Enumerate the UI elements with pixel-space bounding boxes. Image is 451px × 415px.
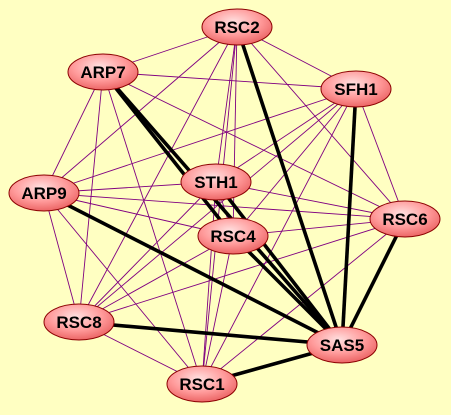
- edge-sfh1-arp9: [43, 88, 357, 194]
- node-ellipse-sfh1: [320, 70, 392, 108]
- node-rsc6[interactable]: RSC6: [369, 200, 441, 238]
- edge-strong-sth1-sas5: [214, 180, 344, 347]
- node-sth1[interactable]: STH1: [180, 163, 252, 201]
- edge-arp7-arp9: [43, 71, 104, 194]
- node-rsc8[interactable]: RSC8: [43, 303, 115, 341]
- node-label-arp7: ARP7: [80, 63, 125, 82]
- edge-rsc2-rsc8: [78, 26, 238, 323]
- edge-sfh1-rsc4: [232, 88, 357, 237]
- node-arp7[interactable]: ARP7: [67, 53, 139, 91]
- node-label-rsc8: RSC8: [56, 313, 101, 332]
- node-sfh1[interactable]: SFH1: [320, 70, 392, 108]
- edge-rsc2-sth1: [215, 26, 238, 183]
- node-ellipse-rsc1: [166, 365, 238, 403]
- edge-sfh1-sth1: [215, 88, 357, 183]
- edge-strong-sfh1-sas5: [340, 88, 358, 346]
- edge-sth1-rsc1: [201, 181, 217, 385]
- edge-strong-rsc8-sas5: [78, 320, 343, 347]
- node-ellipse-arp9: [8, 174, 80, 212]
- edge-sfh1-rsc6: [355, 88, 406, 220]
- edge-arp9-rsc6: [43, 192, 406, 220]
- node-rsc2[interactable]: RSC2: [201, 8, 273, 46]
- edge-arp9-rsc1: [43, 192, 203, 385]
- node-label-rsc2: RSC2: [214, 18, 259, 37]
- edge-sth1-rsc8: [78, 181, 217, 323]
- node-ellipse-sth1: [180, 163, 252, 201]
- edge-arp7-sfh1: [102, 71, 357, 90]
- node-label-sas5: SAS5: [320, 336, 364, 355]
- node-label-arp9: ARP9: [21, 184, 66, 203]
- edge-rsc2-rsc6: [236, 26, 406, 220]
- node-ellipse-rsc8: [43, 303, 115, 341]
- node-ellipse-rsc2: [201, 8, 273, 46]
- edge-strong-arp7-sas5: [101, 70, 344, 347]
- edge-strong-rsc6-sas5: [340, 218, 407, 346]
- node-ellipse-rsc6: [369, 200, 441, 238]
- node-ellipse-sas5: [306, 326, 378, 364]
- node-arp9[interactable]: ARP9: [8, 174, 80, 212]
- node-label-rsc6: RSC6: [382, 210, 427, 229]
- edge-arp9-rsc8: [43, 192, 80, 323]
- edge-rsc4-rsc8: [78, 235, 234, 323]
- node-label-sth1: STH1: [194, 173, 237, 192]
- edge-arp7-rsc6: [102, 71, 406, 220]
- edge-rsc4-rsc1: [201, 235, 234, 385]
- node-ellipse-arp7: [67, 53, 139, 91]
- edge-arp7-rsc8: [78, 71, 104, 323]
- node-ellipse-rsc4: [197, 217, 269, 255]
- node-label-rsc4: RSC4: [210, 227, 256, 246]
- edge-rsc6-rsc8: [78, 218, 406, 323]
- node-sas5[interactable]: SAS5: [306, 326, 378, 364]
- edge-strong-rsc4-sas5: [231, 234, 344, 347]
- node-rsc1[interactable]: RSC1: [166, 365, 238, 403]
- edge-rsc2-rsc4: [232, 26, 238, 237]
- edge-strong-rsc2-sas5: [235, 26, 344, 346]
- node-label-sfh1: SFH1: [334, 80, 377, 99]
- node-rsc4[interactable]: RSC4: [197, 217, 269, 255]
- edge-strong-arp9-sas5: [43, 191, 343, 347]
- edge-rsc2-arp9: [43, 26, 238, 194]
- node-label-rsc1: RSC1: [179, 375, 224, 394]
